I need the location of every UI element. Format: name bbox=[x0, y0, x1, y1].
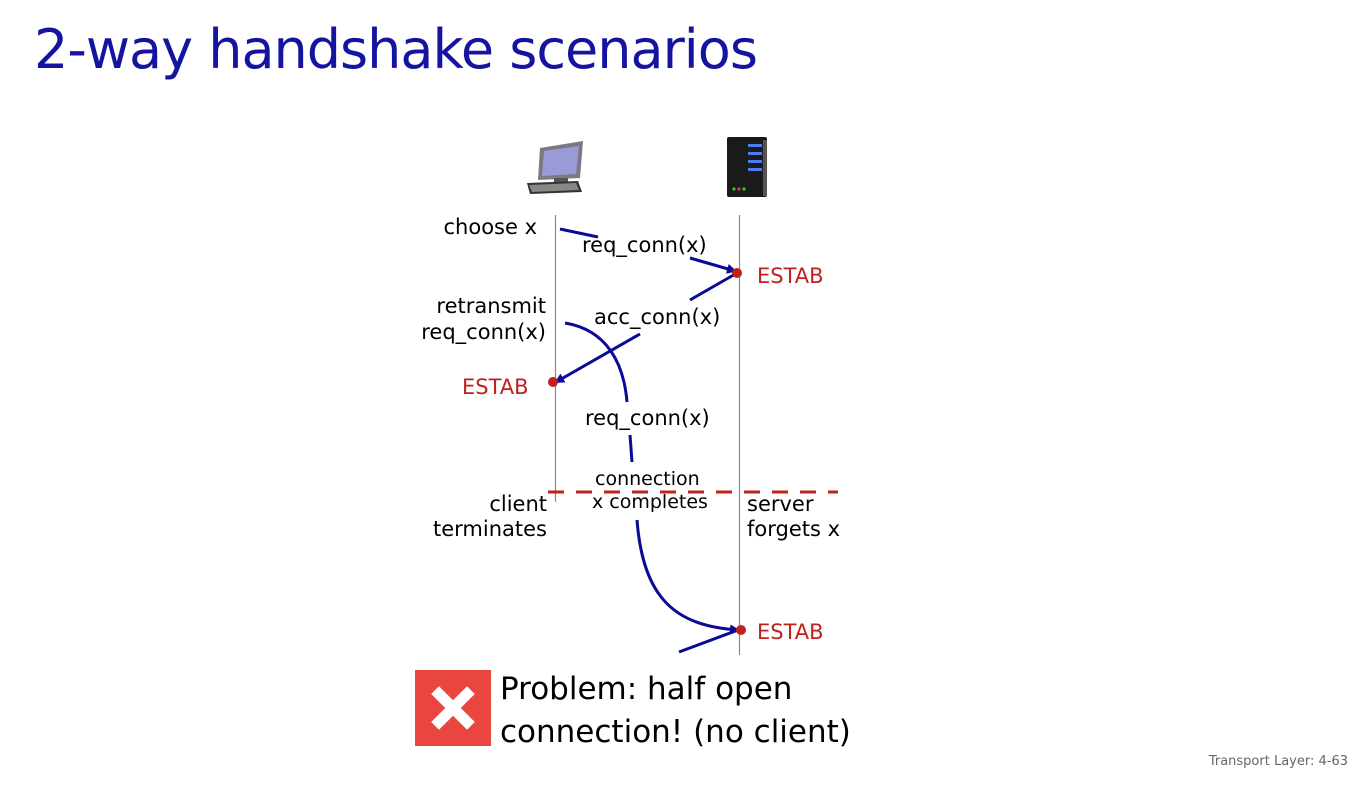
estab-dot bbox=[732, 268, 742, 278]
acc-conn-arrow-b bbox=[554, 332, 641, 384]
retransmit-arrow-a bbox=[564, 321, 629, 403]
x-mark-icon bbox=[415, 670, 491, 746]
retransmit-label: retransmit bbox=[436, 294, 546, 318]
problem-callout: Problem: half open connection! (no clien… bbox=[500, 668, 851, 754]
estab-dot bbox=[736, 625, 746, 635]
req-conn-retransmit-label: req_conn(x) bbox=[585, 406, 710, 430]
choose-x-label: choose x bbox=[443, 215, 537, 239]
problem-line-1: Problem: half open bbox=[500, 671, 793, 707]
estab-server-label: ESTAB bbox=[757, 264, 824, 288]
retransmit-arrow-c bbox=[635, 519, 740, 635]
retransmit-req-label: req_conn(x) bbox=[421, 320, 546, 344]
slide-footer: Transport Layer: 4-63 bbox=[1208, 754, 1348, 769]
client-terminates-label-2: terminates bbox=[433, 517, 547, 541]
slide-title: 2-way handshake scenarios bbox=[34, 18, 758, 81]
estab-client-label: ESTAB bbox=[462, 375, 529, 399]
estab-server-label-2: ESTAB bbox=[757, 620, 824, 644]
server-forgets-label: server bbox=[747, 492, 814, 516]
connection-completes-label: connection bbox=[595, 468, 700, 490]
req-conn-arrow-b bbox=[689, 256, 737, 274]
connection-completes-label-2: x completes bbox=[592, 491, 708, 513]
problem-line-2: connection! (no client) bbox=[500, 714, 851, 750]
acc-conn-arrow-a bbox=[689, 271, 738, 302]
client-terminates-label: client bbox=[489, 492, 547, 516]
req-conn-label: req_conn(x) bbox=[582, 233, 707, 257]
estab-dot bbox=[548, 377, 558, 387]
server-forgets-label-2: forgets x bbox=[747, 517, 841, 541]
server-rack-icon bbox=[727, 137, 767, 197]
retransmit-arrow-b bbox=[628, 434, 634, 463]
incoming-arrow bbox=[678, 628, 739, 654]
req-conn-arrow-a bbox=[559, 227, 599, 239]
desktop-computer-icon bbox=[527, 141, 583, 194]
acc-conn-label: acc_conn(x) bbox=[594, 305, 721, 329]
